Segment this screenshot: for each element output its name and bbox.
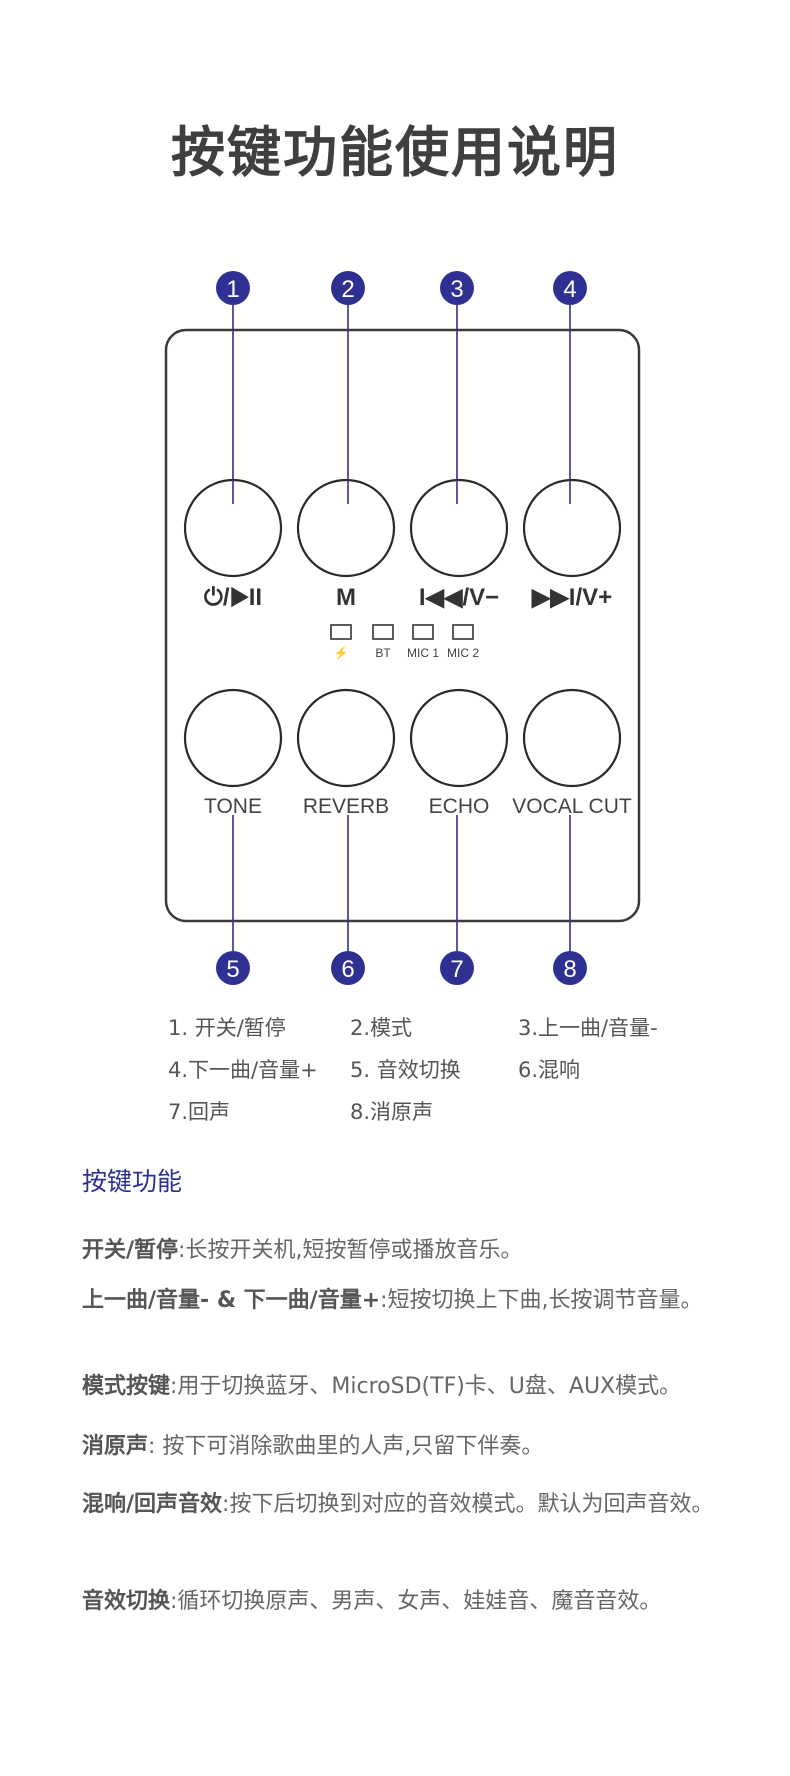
- next-vol-up-label: ▶▶I/V+: [531, 584, 612, 611]
- callout-number-7: 7: [450, 956, 463, 983]
- legend-row: 4.下一曲/音量+ 5. 音效切换 6.混响: [168, 1054, 728, 1096]
- description-text: :用于切换蓝牙、MicroSD(TF)卡、U盘、AUX模式。: [170, 1374, 682, 1399]
- description-vocal-cut: 消原声: 按下可消除歌曲里的人声,只留下伴奏。: [82, 1428, 722, 1466]
- next-vol-up-button[interactable]: [522, 478, 622, 578]
- bt-indicator-led: [372, 624, 394, 640]
- bt-indicator-label: BT: [375, 646, 391, 660]
- callout-badge-1: [216, 271, 250, 305]
- legend-item: 5. 音效切换: [350, 1058, 461, 1082]
- callout-badge-3: [440, 271, 474, 305]
- mode-label: M: [336, 584, 356, 611]
- mic1-indicator-label: MIC 1: [407, 646, 439, 660]
- description-track-volume: 上一曲/音量- & 下一曲/音量+:短按切换上下曲,长按调节音量。: [82, 1282, 722, 1320]
- mode-button[interactable]: [296, 478, 396, 578]
- legend-row: 7.回声 8.消原声: [168, 1096, 728, 1138]
- description-sound-effect: 音效切换:循环切换原声、男声、女声、娃娃音、魔音音效。: [82, 1583, 722, 1621]
- callout-number-3: 3: [450, 276, 463, 303]
- legend-item: 6.混响: [518, 1058, 581, 1082]
- legend-item: 1. 开关/暂停: [168, 1016, 286, 1040]
- callout-number-4: 4: [563, 276, 576, 303]
- charge-indicator-led: [330, 624, 352, 640]
- description-text: :短按切换上下曲,长按调节音量。: [380, 1288, 703, 1313]
- control-panel-diagram: ⏻/▶II M I◀◀/V− ▶▶I/V+ ⚡ BT MIC 1 MIC 2 T…: [164, 271, 641, 985]
- echo-label: ECHO: [429, 795, 490, 818]
- description-text: :长按开关机,短按暂停或播放音乐。: [178, 1238, 523, 1263]
- description-reverb-echo: 混响/回声音效:按下后切换到对应的音效模式。默认为回声音效。: [82, 1486, 722, 1524]
- echo-button[interactable]: [409, 688, 509, 788]
- description-term: 上一曲/音量- & 下一曲/音量+: [82, 1288, 381, 1313]
- description-term: 模式按键: [82, 1374, 171, 1399]
- description-text: : 按下可消除歌曲里的人声,只留下伴奏。: [148, 1434, 544, 1459]
- section-title: 按键功能: [82, 1167, 183, 1196]
- callout-number-5: 5: [226, 956, 239, 983]
- description-text: :循环切换原声、男声、女声、娃娃音、魔音音效。: [170, 1589, 662, 1614]
- legend-item: 2.模式: [350, 1016, 413, 1040]
- power-play-label: ⏻/▶II: [204, 584, 262, 611]
- button-legend: 1. 开关/暂停 2.模式 3.上一曲/音量- 4.下一曲/音量+ 5. 音效切…: [168, 1012, 728, 1138]
- vocal-cut-button[interactable]: [522, 688, 622, 788]
- panel-outline: [164, 328, 641, 923]
- callout-number-1: 1: [226, 276, 239, 303]
- legend-item: 8.消原声: [350, 1100, 434, 1124]
- page-title: 按键功能使用说明: [171, 121, 619, 184]
- callout-number-8: 8: [563, 956, 576, 983]
- callout-number-2: 2: [341, 276, 354, 303]
- tone-button[interactable]: [183, 688, 283, 788]
- description-term: 开关/暂停: [82, 1238, 179, 1263]
- legend-item: 3.上一曲/音量-: [518, 1016, 658, 1040]
- description-term: 混响/回声音效: [82, 1492, 223, 1517]
- mic2-indicator-led: [452, 624, 474, 640]
- description-power: 开关/暂停:长按开关机,短按暂停或播放音乐。: [82, 1232, 722, 1270]
- description-text: :按下后切换到对应的音效模式。默认为回声音效。: [222, 1492, 714, 1517]
- charge-icon: ⚡: [334, 646, 349, 660]
- callout-badge-8: [553, 951, 587, 985]
- legend-row: 1. 开关/暂停 2.模式 3.上一曲/音量-: [168, 1012, 728, 1054]
- legend-item: [518, 1096, 718, 1138]
- callout-number-6: 6: [341, 956, 354, 983]
- vocal-cut-label: VOCAL CUT: [512, 795, 632, 818]
- legend-item: 4.下一曲/音量+: [168, 1058, 318, 1082]
- prev-vol-down-label: I◀◀/V−: [419, 584, 499, 611]
- mic1-indicator-led: [412, 624, 434, 640]
- callout-badge-5: [216, 951, 250, 985]
- callout-badge-2: [331, 271, 365, 305]
- reverb-label: REVERB: [303, 795, 389, 818]
- callout-badge-7: [440, 951, 474, 985]
- prev-vol-down-button[interactable]: [409, 478, 509, 578]
- callout-badge-4: [553, 271, 587, 305]
- callout-badge-6: [331, 951, 365, 985]
- reverb-button[interactable]: [296, 688, 396, 788]
- legend-item: 7.回声: [168, 1100, 231, 1124]
- tone-label: TONE: [204, 795, 262, 818]
- description-term: 消原声: [82, 1434, 149, 1459]
- description-mode: 模式按键:用于切换蓝牙、MicroSD(TF)卡、U盘、AUX模式。: [82, 1368, 722, 1406]
- mic2-indicator-label: MIC 2: [447, 646, 479, 660]
- description-term: 音效切换: [82, 1589, 171, 1614]
